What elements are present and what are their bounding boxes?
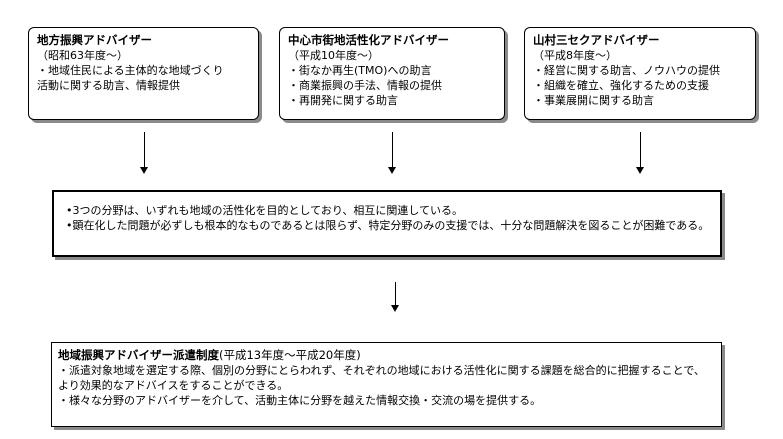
advisor-line: ・事業展開に関する助言 (533, 94, 654, 107)
advisor-box-city-center: 中心市街地活性化アドバイザー （平成10年度～） ・街なか再生(TMO)への助言… (279, 27, 505, 120)
arrow-down-icon (391, 282, 401, 312)
advisor-title: 中心市街地活性化アドバイザー (288, 33, 449, 47)
program-title: 地域振興アドバイザー派遣制度 (58, 348, 219, 362)
advisor-period: （平成10年度～） (288, 49, 379, 62)
summary-line: •顕在化した問題が必ずしも根本的なものであるとは限らず、特定分野のみの支援では、… (66, 219, 710, 232)
advisor-box-mountain-village: 山村三セクアドバイザー （平成8年度～） ・経営に関する助言、ノウハウの提供 ・… (524, 27, 756, 120)
program-heading: 地域振興アドバイザー派遣制度(平成13年度～平成20年度) (58, 348, 711, 363)
program-period: (平成13年度～平成20年度) (219, 348, 361, 362)
arrow-down-icon (388, 132, 398, 174)
advisor-period: （昭和63年度～） (37, 49, 128, 62)
advisor-title: 地方振興アドバイザー (37, 33, 152, 47)
advisor-line: ・組織を確立、強化するための支援 (533, 79, 709, 92)
advisor-line: ・地域住民による主体的な地域づくり (37, 64, 224, 77)
arrow-down-icon (140, 132, 150, 174)
summary-box: •3つの分野は、いずれも地域の活性化を目的としており、相互に関連している。 •顕… (52, 190, 722, 257)
advisor-period: （平成8年度～） (533, 49, 617, 62)
arrow-down-icon (636, 132, 646, 174)
advisor-line: ・街なか再生(TMO)への助言 (288, 64, 432, 77)
advisor-line: 活動に関する助言、情報提供 (37, 79, 180, 92)
program-line: ・派遣対象地域を選定する際、個別の分野にとらわれず、それぞれの地域における活性化… (58, 364, 705, 392)
program-line: ・様々な分野のアドバイザーを介して、活動主体に分野を越えた情報交換・交流の場を提… (58, 394, 542, 407)
advisor-line: ・経営に関する助言、ノウハウの提供 (533, 64, 720, 77)
advisor-line: ・商業振興の手法、情報の提供 (288, 79, 442, 92)
summary-line: •3つの分野は、いずれも地域の活性化を目的としており、相互に関連している。 (66, 204, 464, 217)
advisor-line: ・再開発に関する助言 (288, 94, 398, 107)
advisor-title: 山村三セクアドバイザー (533, 33, 660, 47)
advisor-box-local-promotion: 地方振興アドバイザー （昭和63年度～） ・地域住民による主体的な地域づくり 活… (28, 27, 259, 120)
program-box: 地域振興アドバイザー派遣制度(平成13年度～平成20年度) ・派遣対象地域を選定… (51, 342, 722, 427)
